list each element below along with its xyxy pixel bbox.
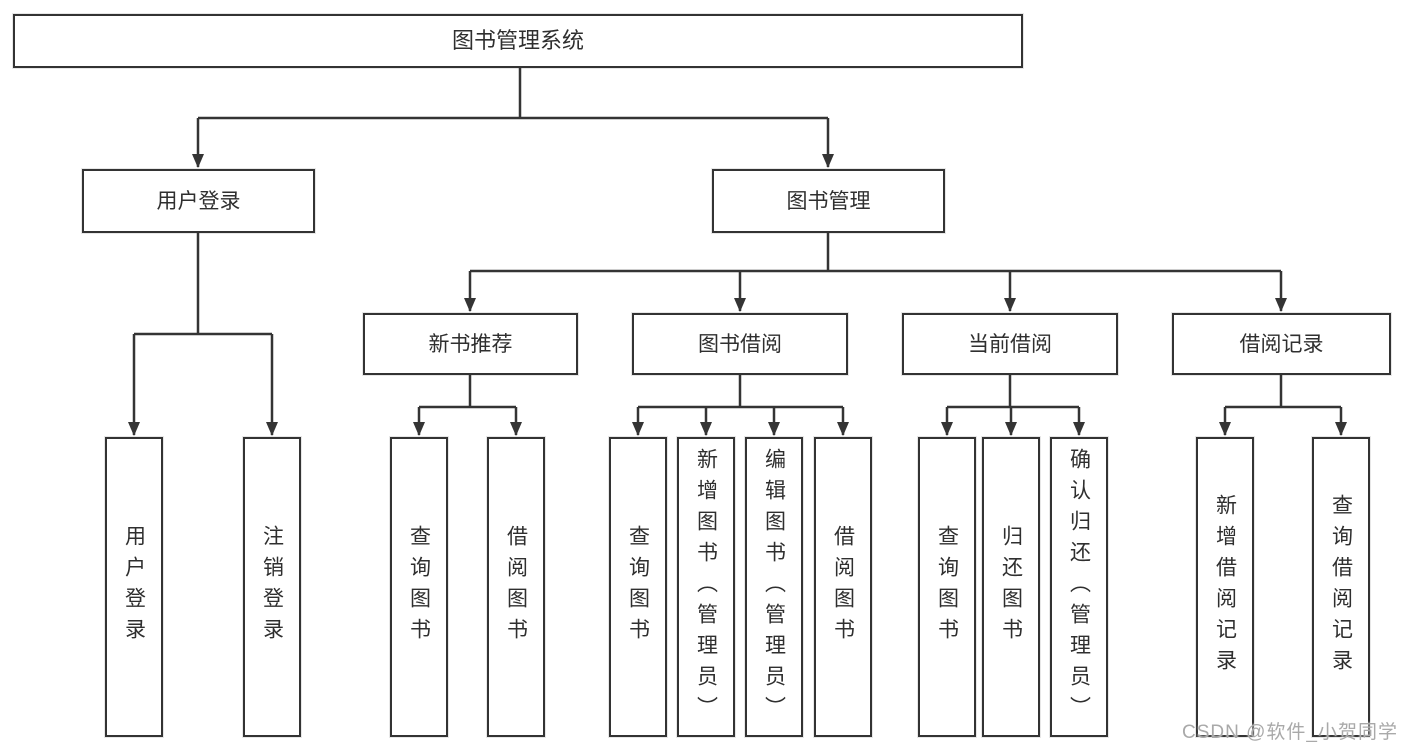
leaf-query-books-recommend: 查询图书 — [390, 437, 448, 737]
leaf-borrow-books-borrowing: 借阅图书 — [814, 437, 872, 737]
leaf-borrow-books-recommend: 借阅图书 — [487, 437, 545, 737]
leaf-add-book-admin: 新增图书（管理员） — [677, 437, 735, 737]
leaf-add-borrow-record: 新增借阅记录 — [1196, 437, 1254, 737]
leaf-query-books-current: 查询图书 — [918, 437, 976, 737]
node-book-borrowing: 图书借阅 — [632, 313, 848, 375]
leaf-return-book: 归还图书 — [982, 437, 1040, 737]
leaf-user-login: 用户登录 — [105, 437, 163, 737]
node-user-login: 用户登录 — [82, 169, 315, 233]
leaf-confirm-return-admin: 确认归还（管理员） — [1050, 437, 1108, 737]
node-library-management-system: 图书管理系统 — [13, 14, 1023, 68]
csdn-watermark: CSDN @软件_小贺同学 — [1182, 722, 1398, 743]
node-new-book-recommend: 新书推荐 — [363, 313, 578, 375]
node-current-borrowing: 当前借阅 — [902, 313, 1118, 375]
leaf-edit-book-admin: 编辑图书（管理员） — [745, 437, 803, 737]
node-book-management: 图书管理 — [712, 169, 945, 233]
leaf-query-borrow-record: 查询借阅记录 — [1312, 437, 1370, 737]
leaf-query-books-borrowing: 查询图书 — [609, 437, 667, 737]
node-borrowing-records: 借阅记录 — [1172, 313, 1391, 375]
leaf-logout: 注销登录 — [243, 437, 301, 737]
